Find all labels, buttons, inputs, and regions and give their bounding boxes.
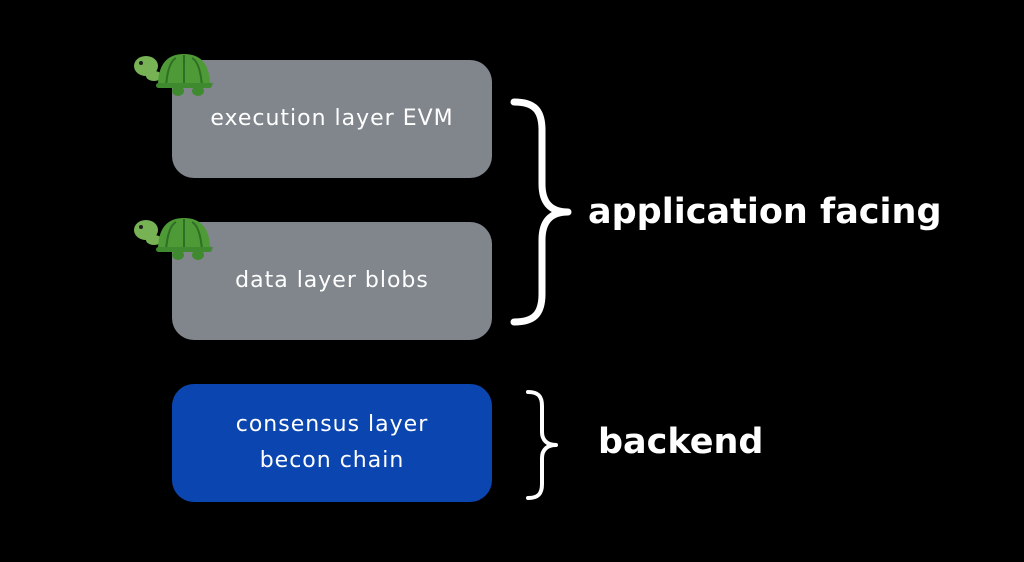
curly-brace-icon [510, 98, 572, 326]
backend-label: backend [598, 422, 764, 462]
consensus-layer-label-line-2: becon chain [259, 448, 405, 473]
application-facing-label: application facing [588, 192, 942, 232]
consensus-layer-box: consensus layer becon chain [172, 384, 492, 502]
data-layer-label: data layer blobs [235, 268, 429, 293]
turtle-icon [134, 218, 214, 260]
execution-layer-box: execution layer EVM [172, 60, 492, 178]
consensus-layer-label-line-1: consensus layer [235, 412, 429, 437]
turtle-icon [134, 54, 214, 96]
data-layer-box: data layer blobs [172, 222, 492, 340]
execution-layer-label: execution layer EVM [210, 106, 454, 131]
curly-brace-icon [526, 390, 558, 500]
